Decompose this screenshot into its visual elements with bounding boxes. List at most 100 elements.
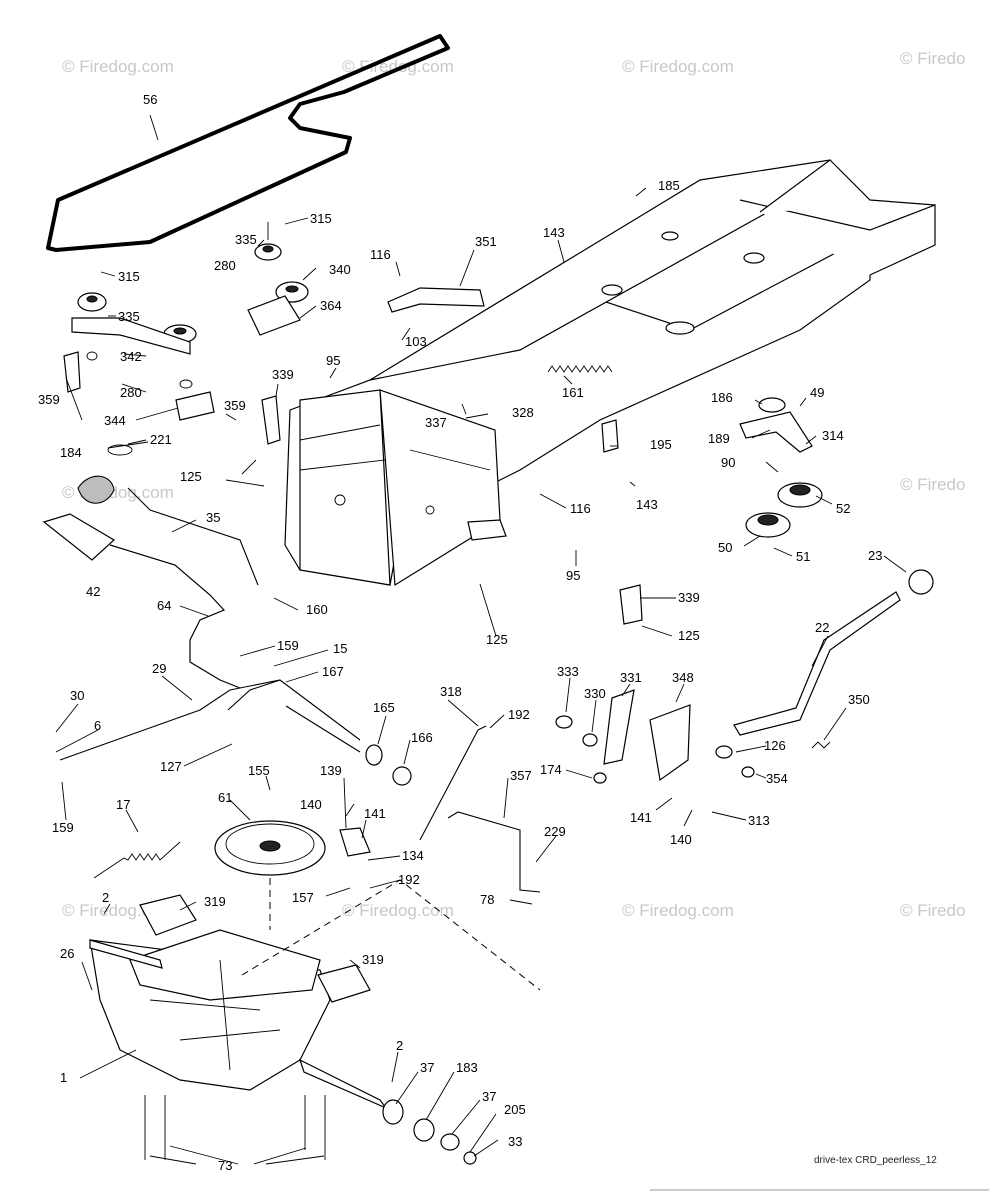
watermark-text: © Firedo (900, 49, 965, 68)
callout-label: 56 (143, 92, 157, 107)
callout-label: 33 (508, 1134, 522, 1149)
callout-label: 15 (333, 641, 347, 656)
callout-label: 73 (218, 1158, 232, 1173)
callout-label: 103 (405, 334, 427, 349)
callout-label: 42 (86, 584, 100, 599)
callout-label: 192 (398, 872, 420, 887)
callout-label: 50 (718, 540, 732, 555)
drive-belt (46, 34, 450, 252)
callout-label: 61 (218, 790, 232, 805)
callout-label: 185 (658, 178, 680, 193)
callout-label: 127 (160, 759, 182, 774)
callout-label: 157 (292, 890, 314, 905)
callout-label: 319 (362, 952, 384, 967)
callout-label: 141 (630, 810, 652, 825)
callout-label: 328 (512, 405, 534, 420)
callout-label: 37 (482, 1089, 496, 1104)
callout-label: 2 (102, 890, 109, 905)
spring (547, 365, 613, 373)
callout-label: 337 (425, 415, 447, 430)
callout-label: 357 (510, 768, 532, 783)
watermark-text: © Firedog.com (622, 901, 734, 920)
callout-label: 23 (868, 548, 882, 563)
callout-label: 348 (672, 670, 694, 685)
watermark-text: © Firedog.com (62, 483, 174, 502)
callout-label: 331 (620, 670, 642, 685)
callout-label: 350 (848, 692, 870, 707)
callout-label: 314 (822, 428, 844, 443)
callout-label: 95 (566, 568, 580, 583)
callout-label: 1 (60, 1070, 67, 1085)
callout-label: 143 (543, 225, 565, 240)
callout-label: 49 (810, 385, 824, 400)
callout-label: 134 (402, 848, 424, 863)
watermark-text: © Firedo (900, 475, 965, 494)
callout-label: 344 (104, 413, 126, 428)
callout-label: 29 (152, 661, 166, 676)
callout-label: 125 (180, 469, 202, 484)
bracket (387, 287, 485, 313)
callout-label: 335 (118, 309, 140, 324)
watermark-text: © Firedog.com (342, 57, 454, 76)
callout-labels: 56 315 335 280 340 364 315 335 342 280 3… (38, 92, 882, 1173)
callout-label: 340 (329, 262, 351, 277)
callout-label: 155 (248, 763, 270, 778)
callout-label: 315 (310, 211, 332, 226)
callout-label: 30 (70, 688, 84, 703)
callout-label: 139 (320, 763, 342, 778)
idler-pulley-assembly (63, 222, 309, 421)
callout-label: 174 (540, 762, 562, 777)
callout-label: 52 (836, 501, 850, 516)
callout-label: 159 (277, 638, 299, 653)
callout-label: 359 (224, 398, 246, 413)
callout-label: 116 (570, 501, 591, 516)
watermark-text: © Firedog.com (342, 901, 454, 920)
watermark-text: © Firedog.com (62, 57, 174, 76)
callout-label: 51 (796, 549, 810, 564)
main-pulley (214, 820, 326, 876)
callout-label: 143 (636, 497, 658, 512)
callout-label: 184 (60, 445, 82, 460)
callout-label: 166 (411, 730, 433, 745)
callout-label: 159 (52, 820, 74, 835)
callout-label: 315 (118, 269, 140, 284)
transaxle (89, 894, 477, 1165)
pedal-linkage (42, 441, 412, 786)
callout-label: 125 (486, 632, 508, 647)
callout-label: 335 (235, 232, 257, 247)
callout-label: 78 (480, 892, 494, 907)
callout-label: 221 (150, 432, 172, 447)
callout-label: 192 (508, 707, 530, 722)
watermark-text: © Firedog.com (622, 57, 734, 76)
callout-label: 140 (670, 832, 692, 847)
callout-label: 354 (766, 771, 788, 786)
callout-label: 318 (440, 684, 462, 699)
callout-label: 35 (206, 510, 220, 525)
callout-label: 205 (504, 1102, 526, 1117)
drawing-code: drive-tex CRD_peerless_12 (814, 1155, 937, 1166)
callout-label: 330 (584, 686, 606, 701)
callout-label: 333 (557, 664, 579, 679)
bracket (261, 395, 281, 445)
callout-label: 140 (300, 797, 322, 812)
callout-label: 342 (120, 349, 142, 364)
callout-label: 165 (373, 700, 395, 715)
callout-label: 319 (204, 894, 226, 909)
callout-label: 189 (708, 431, 730, 446)
callout-label: 167 (322, 664, 344, 679)
callout-label: 64 (157, 598, 171, 613)
callout-label: 141 (364, 806, 386, 821)
callout-label: 229 (544, 824, 566, 839)
callout-label: 183 (456, 1060, 478, 1075)
callout-label: 186 (711, 390, 733, 405)
callout-label: 95 (326, 353, 340, 368)
callout-label: 116 (370, 247, 391, 262)
callout-label: 339 (272, 367, 294, 382)
callout-label: 90 (721, 455, 735, 470)
callout-label: 37 (420, 1060, 434, 1075)
callout-label: 160 (306, 602, 328, 617)
callout-label: 339 (678, 590, 700, 605)
callout-label: 26 (60, 946, 74, 961)
callout-label: 313 (748, 813, 770, 828)
